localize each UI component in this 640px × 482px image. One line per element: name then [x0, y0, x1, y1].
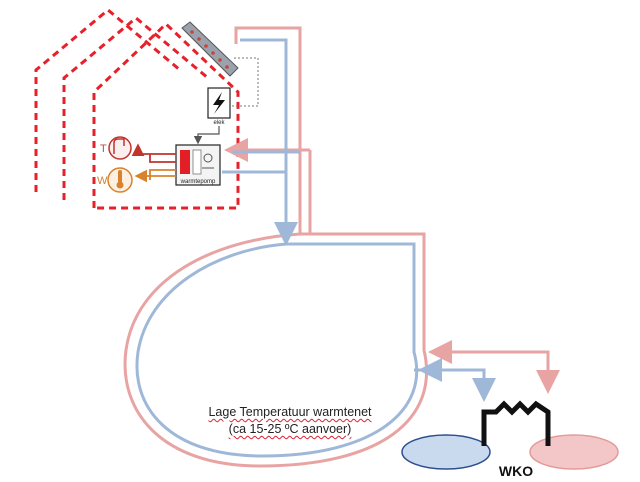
cold-well	[401, 434, 491, 470]
thermometer-icon	[118, 170, 122, 183]
network-warm-loop	[123, 232, 429, 468]
control-line	[232, 57, 259, 107]
lightning-icon	[213, 92, 225, 114]
wko-label: WKO	[499, 463, 533, 479]
return-arrow	[131, 143, 176, 156]
heat-exchanger	[481, 400, 551, 446]
network-subtitle: (ca 15-25 ºC aanvoer)	[228, 422, 352, 436]
house-back	[34, 8, 181, 192]
network-label: Lage Temperatuur warmtenet (ca 15-25 ºC …	[150, 404, 430, 438]
tap-water-letter: T	[100, 143, 107, 155]
wko-storage: WKO	[401, 400, 619, 479]
heat-pump-label: warmtepomp	[180, 179, 216, 185]
house-front	[92, 21, 240, 210]
network-cold-loop	[135, 242, 419, 458]
network-title: Lage Temperatuur warmtenet	[208, 405, 372, 419]
heat-pump: warmtepomp	[175, 144, 221, 186]
warm-pipes	[123, 26, 560, 468]
heating: W	[97, 167, 133, 193]
warm-well	[529, 434, 619, 470]
shower-icon	[113, 138, 125, 154]
house-middle	[62, 16, 209, 200]
electric-supply: elek	[193, 87, 231, 145]
solar-collector	[181, 21, 239, 77]
heating-letter: W	[97, 175, 108, 187]
tap-water: T	[100, 136, 132, 160]
electric-label: elek	[213, 120, 225, 126]
cold-pipes	[135, 38, 496, 458]
house-outlines	[34, 8, 240, 210]
